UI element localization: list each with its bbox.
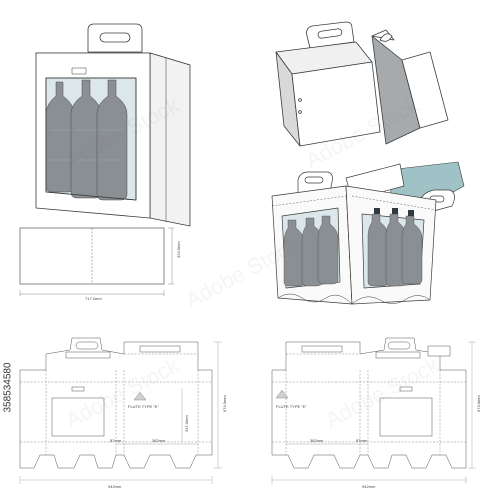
stock-id: 358534580 bbox=[2, 362, 14, 413]
bottle-1 bbox=[45, 81, 75, 193]
dieline-right-flute-label: FLUTE TYPE "E" bbox=[276, 404, 307, 409]
dieline-left-382-label: 382mm bbox=[152, 438, 166, 443]
dieline-left-width-label: 942mm bbox=[108, 484, 122, 489]
interior-box-view bbox=[271, 161, 465, 305]
dieline-left-window bbox=[51, 397, 105, 437]
dieline-left-height-label: 674.0mm bbox=[222, 395, 227, 412]
dieline-right-382-label: 382mm bbox=[310, 438, 324, 443]
closed-box-view bbox=[35, 23, 191, 227]
dieline-left-flute-label: FLUTE TYPE "E" bbox=[128, 404, 159, 409]
dieline-right-outline bbox=[271, 337, 467, 469]
dieline-right-87-label: 87mm bbox=[356, 438, 368, 443]
dieline-left bbox=[19, 337, 222, 484]
open-box-handle-hole bbox=[317, 28, 343, 39]
dieline-right-width-label: 942mm bbox=[362, 484, 376, 489]
dieline-right bbox=[271, 337, 476, 484]
tuck-slot bbox=[71, 67, 87, 75]
dieline-left-87-label: 87mm bbox=[110, 438, 122, 443]
dieline-right-window bbox=[379, 397, 433, 437]
handle-hole bbox=[99, 32, 131, 43]
open-box-view bbox=[275, 21, 449, 147]
dieline-left-outline bbox=[19, 337, 213, 469]
dieline-left-337-label: 337.0mm bbox=[184, 415, 189, 432]
flat-blank-view bbox=[19, 227, 174, 296]
flat-width-label: 717.0mm bbox=[85, 296, 102, 301]
bottle-3 bbox=[96, 79, 128, 201]
dieline-right-height-label: 674.0mm bbox=[476, 395, 481, 412]
open-front-panel bbox=[291, 61, 381, 147]
flat-height-label: 324.0mm bbox=[176, 241, 181, 258]
bottles-group bbox=[45, 79, 128, 201]
